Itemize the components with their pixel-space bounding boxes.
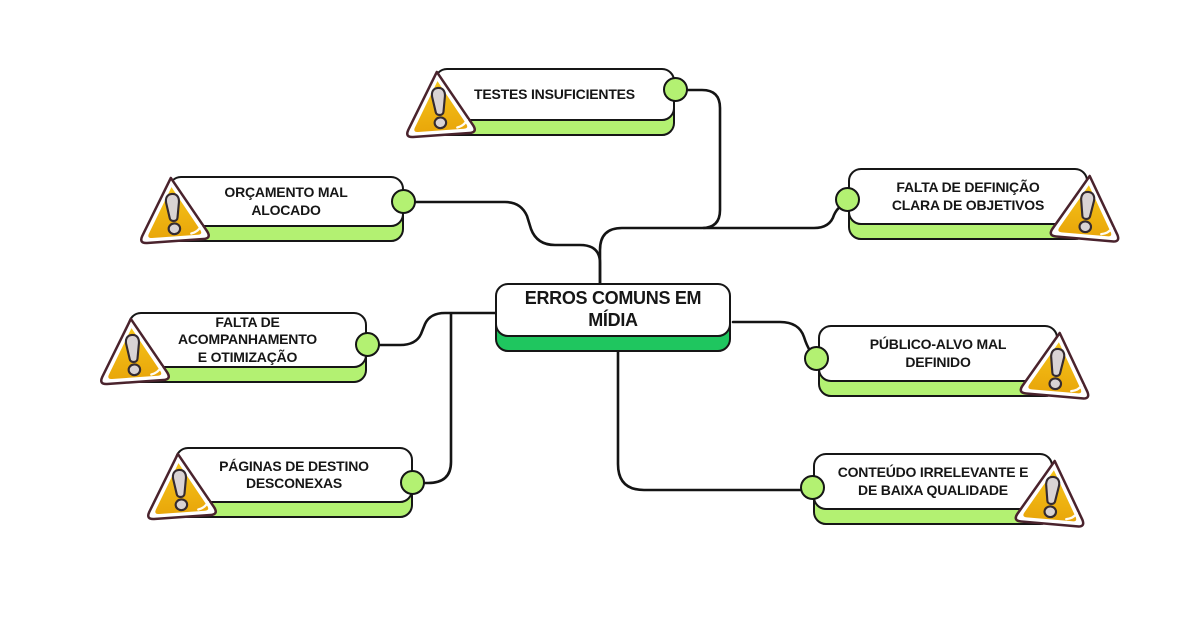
node-box: TESTES INSUFICIENTES	[434, 68, 675, 121]
connector-definicao-to-center	[702, 202, 848, 230]
node-label: TESTES INSUFICIENTES	[474, 85, 635, 102]
warning-triangle-icon	[1045, 169, 1129, 246]
warning-triangle-icon	[132, 171, 215, 246]
warning-triangle-icon	[1010, 454, 1094, 531]
connector-testes-to-center	[598, 88, 722, 287]
node-publico-alvo: PÚBLICO-ALVO MAL DEFINIDO	[804, 325, 1058, 382]
connector-dot	[663, 77, 688, 102]
node-box: CONTEÚDO IRRELEVANTE E DE BAIXA QUALIDAD…	[813, 453, 1053, 510]
warning-triangle-icon	[92, 312, 175, 387]
node-label: FALTA DE DEFINIÇÃO CLARA DE OBJETIVOS	[891, 179, 1045, 213]
node-label: ORÇAMENTO MAL ALOCADO	[224, 184, 348, 218]
node-falta-de-acompanhamento: FALTA DE ACOMPANHAMENTO E OTIMIZAÇÃO	[128, 312, 380, 368]
node-testes-insuficientes: TESTES INSUFICIENTES	[434, 68, 688, 121]
node-label: PÚBLICO-ALVO MAL DEFINIDO	[869, 336, 1007, 370]
node-falta-de-definicao: FALTA DE DEFINIÇÃO CLARA DE OBJETIVOS	[835, 168, 1088, 225]
connector-dot	[355, 332, 380, 357]
node-box: PÚBLICO-ALVO MAL DEFINIDO	[818, 325, 1058, 382]
center-node-label: ERROS COMUNS EM MÍDIA	[524, 288, 702, 330]
node-label: CONTEÚDO IRRELEVANTE E DE BAIXA QUALIDAD…	[837, 464, 1029, 498]
connector-dot	[804, 346, 829, 371]
connector-orcamento-to-center	[403, 200, 602, 287]
node-conteudo-irrelevante: CONTEÚDO IRRELEVANTE E DE BAIXA QUALIDAD…	[800, 453, 1053, 510]
warning-triangle-icon	[1015, 326, 1099, 403]
node-label: PÁGINAS DE DESTINO DESCONEXAS	[219, 457, 369, 491]
center-node-erros-comuns: ERROS COMUNS EM MÍDIA	[495, 283, 731, 352]
warning-triangle-icon	[139, 447, 222, 522]
node-box: ORÇAMENTO MAL ALOCADO	[168, 176, 404, 227]
connector-dot	[400, 470, 425, 495]
connector-center-to-conteudo	[616, 348, 816, 492]
connector-dot	[835, 187, 860, 212]
connector-paginas-to-center	[413, 312, 453, 485]
warning-triangle-icon	[398, 65, 481, 140]
node-box: PÁGINAS DE DESTINO DESCONEXAS	[175, 447, 413, 503]
node-orcamento-mal-alocado: ORÇAMENTO MAL ALOCADO	[168, 176, 416, 227]
connector-dot	[391, 189, 416, 214]
connector-acompanhamento-to-center	[367, 311, 499, 347]
node-paginas-de-destino: PÁGINAS DE DESTINO DESCONEXAS	[175, 447, 425, 503]
connector-dot	[800, 475, 825, 500]
node-box: FALTA DE DEFINIÇÃO CLARA DE OBJETIVOS	[848, 168, 1088, 225]
node-label: FALTA DE ACOMPANHAMENTO E OTIMIZAÇÃO	[177, 314, 317, 365]
center-node-box: ERROS COMUNS EM MÍDIA	[495, 283, 731, 337]
